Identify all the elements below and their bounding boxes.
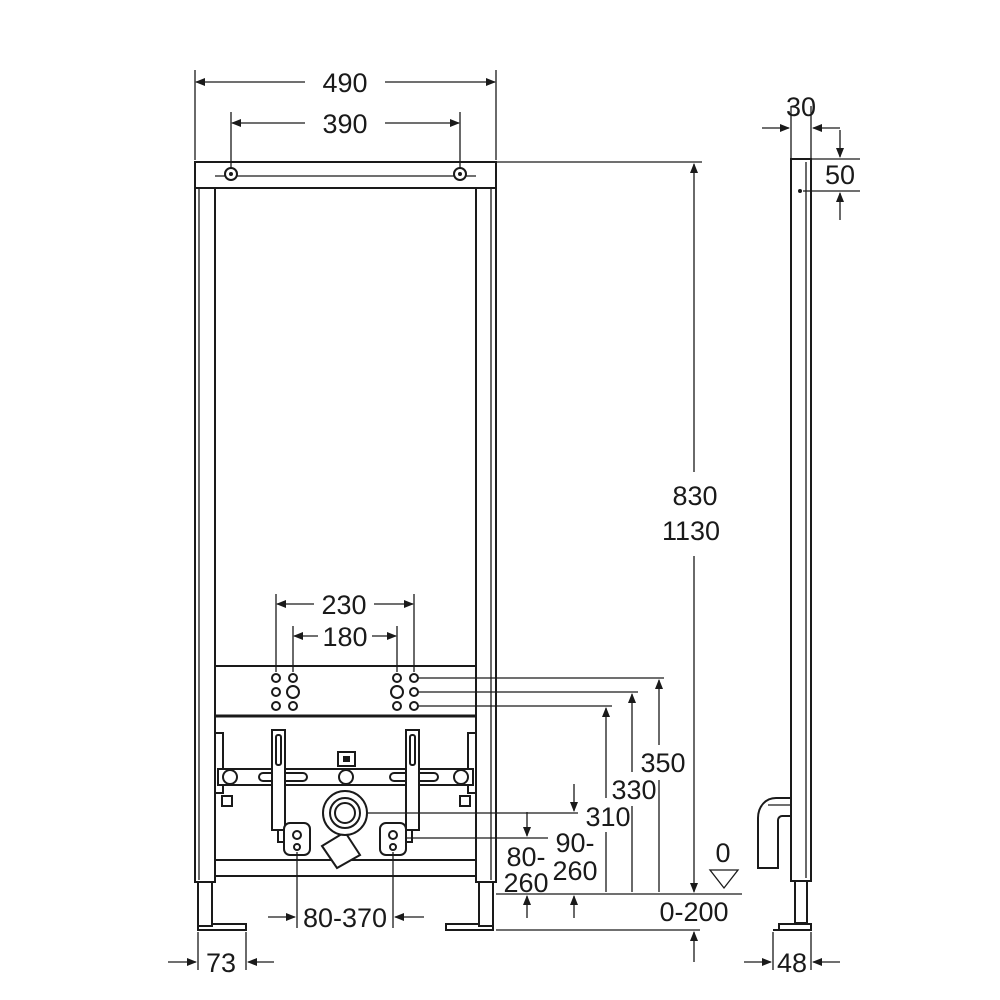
right-foot: [445, 881, 494, 931]
front-view-frame: [194, 161, 497, 931]
label-inner-connection-spacing: 180: [322, 622, 367, 652]
label-frame-width: 490: [322, 68, 367, 98]
top-rail: [194, 161, 497, 189]
left-foot: [197, 881, 247, 931]
dim-frame-height: 830 1130: [496, 161, 720, 893]
left-bracket: [214, 732, 224, 794]
waste-pipe: [320, 790, 368, 870]
side-drain-elbow: [757, 797, 792, 869]
label-foot-adjust-range: 0-200: [659, 897, 728, 927]
label-outer-connection-spacing: 230: [321, 590, 366, 620]
label-connection-height-middle: 330: [611, 775, 656, 805]
label-top-offset: 50: [825, 160, 855, 190]
dim-frame-depth: 30: [762, 92, 840, 158]
dim-connection-height-upper: 350: [640, 679, 686, 892]
dim-supply-height-range: 80- 260: [406, 812, 549, 918]
connection-holes: [271, 673, 419, 711]
left-supply-fitting: [283, 822, 311, 856]
dim-connection-height-lower: 310: [585, 707, 631, 892]
label-waste-height-top: 90-: [555, 828, 594, 858]
label-foot-width: 73: [206, 948, 236, 978]
dim-outer-connection-spacing: 230: [275, 590, 415, 672]
dim-foot-width: 73: [168, 932, 274, 978]
label-frame-height-min: 830: [672, 481, 717, 511]
label-connection-height-lower: 310: [585, 802, 630, 832]
label-supply-height-top: 80-: [506, 842, 545, 872]
label-floor-level: 0: [715, 838, 730, 868]
label-frame-height-max: 1130: [662, 516, 720, 546]
label-mount-hole-spacing: 390: [322, 109, 367, 139]
right-upright: [475, 161, 497, 883]
side-foot: [773, 880, 812, 931]
label-foot-depth: 48: [777, 948, 807, 978]
right-supply-fitting: [379, 822, 407, 856]
label-waste-height-bottom: 260: [552, 856, 597, 886]
dim-connection-height-middle: 330: [611, 693, 657, 892]
right-bracket: [467, 732, 477, 794]
dim-frame-width: 490: [194, 68, 497, 160]
floor-level-triangle: [708, 869, 740, 890]
dim-inner-connection-spacing: 180: [292, 622, 398, 672]
dim-top-offset: 50: [803, 130, 860, 220]
side-upright: [790, 158, 812, 882]
dim-connection-spacing-range: 80-370: [268, 852, 424, 933]
label-frame-depth: 30: [786, 92, 816, 122]
label-connection-height-upper: 350: [640, 748, 685, 778]
dim-mount-hole-spacing: 390: [230, 109, 461, 168]
floor-level: 0: [496, 838, 742, 895]
dim-foot-adjust-range: 0-200: [496, 897, 729, 962]
left-upright: [194, 161, 216, 883]
mounting-plate: [214, 665, 477, 717]
dim-foot-depth: 48: [744, 932, 840, 978]
dim-waste-height-range: 90- 260: [368, 784, 598, 918]
label-connection-spacing-range: 80-370: [303, 903, 387, 933]
label-supply-height-bottom: 260: [503, 868, 548, 898]
side-view-frame: [757, 158, 812, 931]
